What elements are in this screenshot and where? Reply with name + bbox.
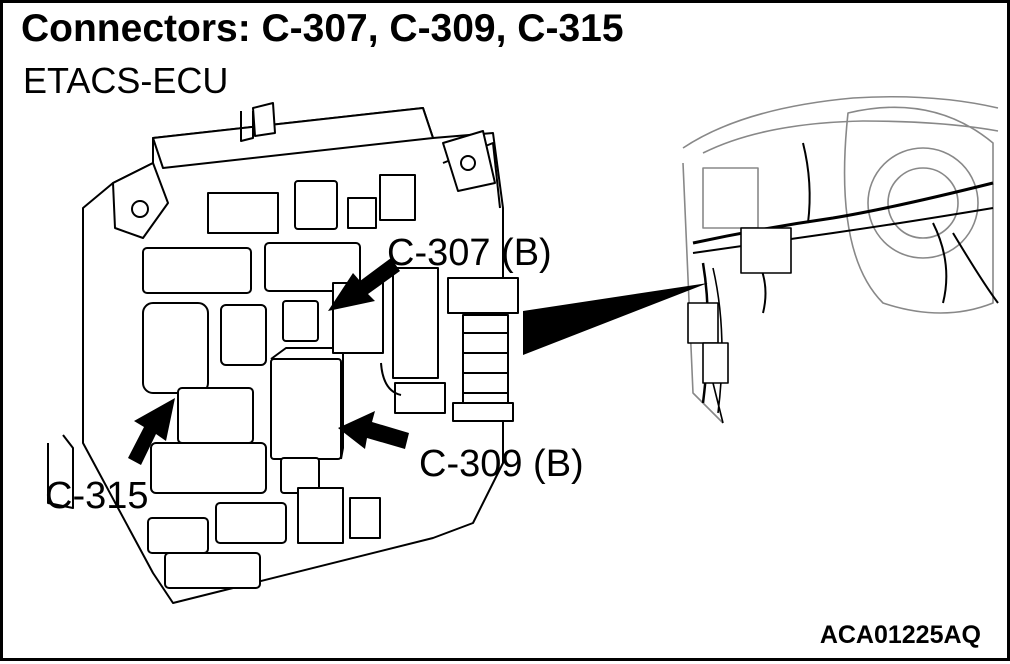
figure-id: ACA01225AQ (819, 621, 981, 649)
ecu-illustration: C-307 (B) C-309 (B) C-315 (45, 95, 999, 604)
vehicle-dashboard-sketch (682, 95, 999, 424)
c315-callout-label: C-315 (45, 475, 149, 517)
c309-callout-label: C-309 (B) (419, 443, 584, 485)
c315-arrow (128, 398, 175, 465)
c307-callout-label: C-307 (B) (387, 232, 552, 274)
location-pointer-wedge (523, 283, 708, 355)
etacs-ecu-body (47, 102, 519, 604)
diagram-title: Connectors: C-307, C-309, C-315 (21, 7, 624, 50)
c309-arrow (338, 411, 409, 449)
c307-arrow (328, 258, 400, 311)
ecu-name-label: ETACS-ECU (23, 60, 229, 101)
